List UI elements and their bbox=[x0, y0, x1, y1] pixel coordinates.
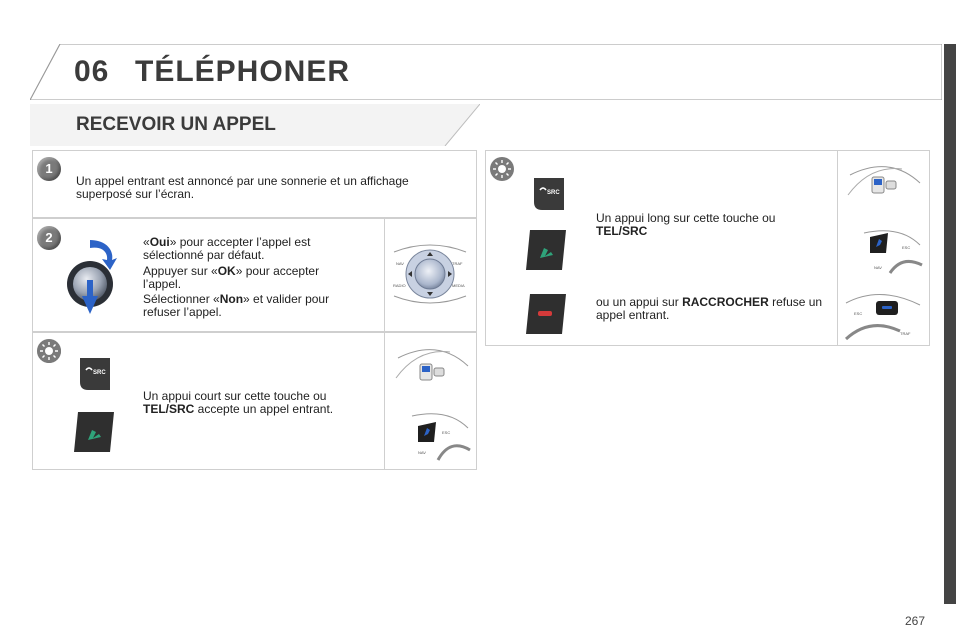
text-segment: accepte un appel entrant. bbox=[194, 402, 334, 416]
tel-src-label: TEL/SRC bbox=[143, 402, 195, 416]
radio-label: RADIO bbox=[393, 283, 406, 288]
step-2-panel bbox=[32, 218, 477, 332]
option-yes: Oui bbox=[149, 235, 170, 249]
side-rule bbox=[944, 44, 956, 604]
nav-label: NAV bbox=[396, 261, 404, 266]
tip-right-hangup: ou un appui sur RACCROCHER refuse un app… bbox=[596, 296, 831, 322]
nav-label: NAV bbox=[418, 450, 426, 455]
answer-call-key-icon bbox=[526, 230, 566, 270]
step-2-text-accept: «Oui» pour accepter l’appel est sélectio… bbox=[143, 236, 343, 262]
text-segment: « bbox=[143, 235, 150, 249]
tip-left-text: Un appui court sur cette touche ou TEL/S… bbox=[143, 390, 368, 416]
chapter-number: 06 bbox=[74, 55, 110, 88]
text-segment: Un appui long sur cette touche ou bbox=[596, 211, 776, 225]
text-segment: Sélectionner « bbox=[143, 292, 220, 306]
panel-divider bbox=[837, 150, 838, 346]
traf-label: TRAF bbox=[452, 261, 463, 266]
answer-call-key-icon bbox=[74, 412, 114, 452]
text-segment: Appuyer sur « bbox=[143, 264, 218, 278]
option-no: Non bbox=[219, 292, 244, 306]
bulb-tip-icon bbox=[490, 157, 514, 181]
navigation-control-illustration: NAV TRAF RADIO MEDIA bbox=[393, 244, 467, 304]
steering-wheel-illustration: ESC NAV ESC TRAF bbox=[844, 166, 923, 341]
bulb-tip-icon bbox=[37, 339, 61, 363]
text-segment: » pour accepter l’appel est sélectionné … bbox=[143, 235, 311, 262]
esc-label: ESC bbox=[854, 311, 862, 316]
esc-label: ESC bbox=[442, 430, 450, 435]
step-2-text-ok: Appuyer sur «OK» pour accepter l’appel. bbox=[143, 265, 343, 291]
hang-up-key-icon bbox=[526, 294, 566, 334]
text-segment: » et valider pour refuser l’appel. bbox=[143, 292, 330, 319]
header-band bbox=[30, 44, 942, 100]
tel-src-label: TEL/SRC bbox=[596, 224, 648, 238]
section-title: RECEVOIR UN APPEL bbox=[76, 114, 276, 135]
rotary-knob-illustration bbox=[67, 240, 117, 314]
step-2-badge: 2 bbox=[37, 226, 61, 250]
option-ok: OK bbox=[217, 264, 236, 278]
section-band bbox=[30, 104, 480, 146]
text-segment: ou un appui sur bbox=[596, 295, 683, 309]
text-segment: » pour accepter l’appel. bbox=[143, 264, 320, 291]
step-1-badge: 1 bbox=[37, 157, 61, 181]
tel-src-key-icon: SRC bbox=[534, 178, 564, 210]
text-segment: Un appui court sur cette touche ou bbox=[143, 389, 327, 403]
steering-wheel-illustration: ESC NAV bbox=[395, 349, 471, 461]
esc-label: ESC bbox=[902, 245, 910, 250]
text-segment: refuse un appel entrant. bbox=[596, 295, 823, 322]
tel-src-key-icon: SRC bbox=[80, 358, 110, 390]
step-1-text: Un appel entrant est annoncé par une son… bbox=[76, 174, 409, 201]
raccrocher-label: RACCROCHER bbox=[682, 295, 769, 309]
src-key-label: SRC bbox=[547, 190, 560, 196]
media-label: MEDIA bbox=[452, 283, 465, 288]
src-key-label: SRC bbox=[93, 370, 106, 376]
traf-label: TRAF bbox=[900, 331, 911, 336]
panel-divider bbox=[384, 332, 385, 470]
step-2-text-refuse: Sélectionner «Non» et valider pour refus… bbox=[143, 293, 343, 319]
panel-divider bbox=[384, 218, 385, 332]
page-number: 267 bbox=[905, 614, 926, 628]
chapter-title: TÉLÉPHONER bbox=[135, 55, 351, 88]
nav-label: NAV bbox=[874, 265, 882, 270]
step-1-panel bbox=[32, 150, 477, 218]
